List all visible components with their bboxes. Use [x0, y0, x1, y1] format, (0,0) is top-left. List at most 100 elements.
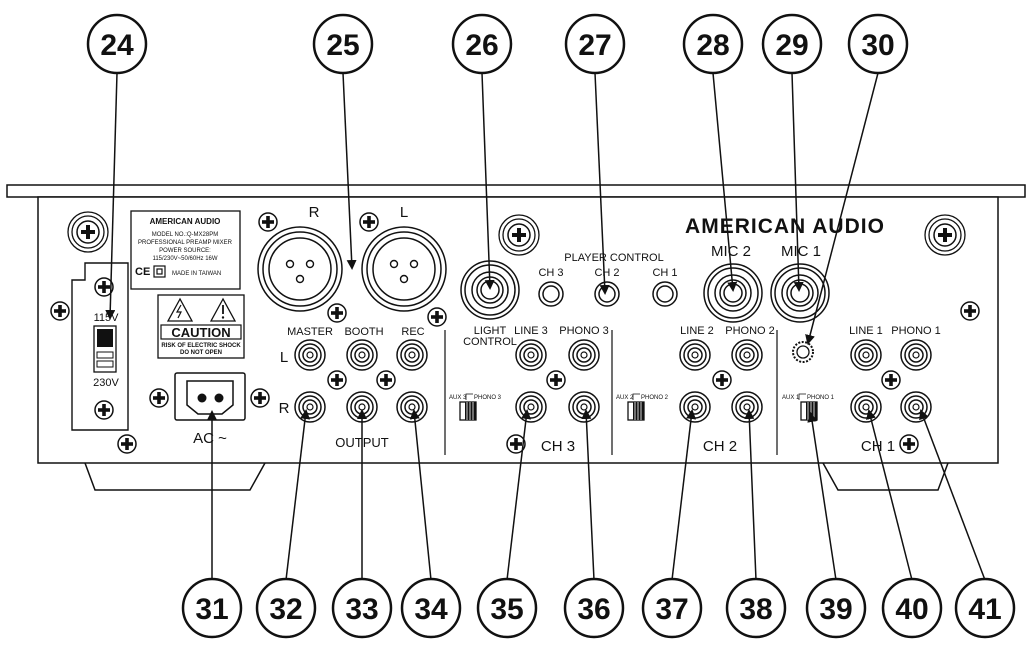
plate-desc: PROFESSIONAL PREAMP MIXER	[138, 240, 233, 246]
voltage-selector[interactable]: 115V 230V	[71, 262, 129, 431]
screw-icon	[327, 303, 347, 323]
output-row-r-label: R	[279, 400, 290, 417]
screw-icon	[359, 212, 379, 232]
svg-text:34: 34	[414, 593, 448, 626]
svg-text:31: 31	[195, 593, 228, 626]
callout-29: 29	[761, 13, 823, 75]
screw-icon	[881, 370, 901, 390]
svg-text:24: 24	[100, 29, 134, 62]
caution-title: CAUTION	[171, 325, 230, 340]
svg-text:37: 37	[655, 593, 688, 626]
svg-text:33: 33	[345, 593, 378, 626]
ch1-line-r-rca-jack[interactable]	[850, 391, 882, 423]
brand-logo: AMERICAN AUDIO	[685, 215, 885, 238]
mic2-jack[interactable]	[703, 263, 763, 323]
rec-r-rca-jack[interactable]	[396, 391, 428, 423]
ch3-title: CH 3	[541, 438, 575, 455]
callout-30: 30	[847, 13, 909, 75]
ce-mark: CE	[135, 266, 150, 278]
ch2-line-r-rca-jack[interactable]	[679, 391, 711, 423]
player-control-ch3-jack[interactable]	[538, 281, 564, 307]
ac-power-inlet[interactable]	[174, 372, 246, 421]
svg-text:30: 30	[861, 29, 894, 62]
output-rec-label: REC	[401, 326, 424, 338]
svg-text:35: 35	[490, 593, 523, 626]
screw-icon	[546, 370, 566, 390]
ch2-phono-l-rca-jack[interactable]	[731, 339, 763, 371]
screw-icon	[427, 307, 447, 327]
ch2-phono-r-rca-jack[interactable]	[731, 391, 763, 423]
ch1-phono-r-rca-jack[interactable]	[900, 391, 932, 423]
ch3-phono-label: PHONO 3	[559, 325, 609, 337]
player-control-ch2-label: CH 2	[594, 267, 619, 279]
ch1-phono-switch-label: PHONO 1	[807, 395, 835, 401]
booth-l-rca-jack[interactable]	[346, 339, 378, 371]
ch1-input-selector-switch[interactable]	[800, 401, 818, 421]
svg-text:26: 26	[465, 29, 498, 62]
plate-brand: AMERICAN AUDIO	[150, 217, 221, 226]
callout-38: 38	[725, 577, 787, 639]
callout-37: 37	[641, 577, 703, 639]
chassis-screw-icon	[498, 214, 540, 256]
ch2-phono-label: PHONO 2	[725, 325, 775, 337]
callout-39: 39	[805, 577, 867, 639]
mic2-label: MIC 2	[711, 243, 751, 260]
master-r-rca-jack[interactable]	[294, 391, 326, 423]
screw-icon	[258, 212, 278, 232]
callout-31: 31	[181, 577, 243, 639]
xlr-left-label: L	[400, 204, 408, 221]
chassis-screw-icon	[924, 214, 966, 256]
mic-gain-knob[interactable]	[792, 341, 814, 363]
ch3-phono-r-rca-jack[interactable]	[568, 391, 600, 423]
warning-icon	[209, 297, 237, 322]
ch3-line-r-rca-jack[interactable]	[515, 391, 547, 423]
player-control-ch2-jack[interactable]	[594, 281, 620, 307]
ch2-input-selector-switch[interactable]	[627, 401, 645, 421]
ch2-line-l-rca-jack[interactable]	[679, 339, 711, 371]
callout-34: 34	[400, 577, 462, 639]
svg-text:29: 29	[775, 29, 808, 62]
svg-text:40: 40	[895, 593, 928, 626]
voltage-115-label: 115V	[94, 312, 120, 324]
callout-32: 32	[255, 577, 317, 639]
player-control-ch1-jack[interactable]	[652, 281, 678, 307]
svg-text:36: 36	[577, 593, 610, 626]
callout-41: 41	[954, 577, 1016, 639]
ch2-phono-switch-label: PHONO 2	[641, 395, 669, 401]
voltage-230-label: 230V	[93, 377, 119, 389]
ac-label: AC ~	[193, 430, 227, 447]
caution-line1: RISK OF ELECTRIC SHOCK	[161, 343, 241, 349]
callout-36: 36	[563, 577, 625, 639]
rec-l-rca-jack[interactable]	[396, 339, 428, 371]
ch1-aux-label: AUX 1	[782, 395, 800, 401]
screw-icon	[149, 388, 169, 408]
xlr-output-left[interactable]	[361, 226, 447, 312]
svg-text:27: 27	[578, 29, 611, 62]
player-control-ch1-label: CH 1	[652, 267, 677, 279]
ch3-input-selector-switch[interactable]	[459, 401, 477, 421]
ch3-aux-label: AUX 3	[449, 395, 467, 401]
screw-icon	[50, 301, 70, 321]
caution-line2: DO NOT OPEN	[180, 350, 222, 356]
screw-icon	[327, 370, 347, 390]
master-l-rca-jack[interactable]	[294, 339, 326, 371]
player-control-title: PLAYER CONTROL	[564, 252, 663, 264]
ch1-phono-l-rca-jack[interactable]	[900, 339, 932, 371]
ch2-aux-label: AUX 2	[616, 395, 634, 401]
ch3-line-l-rca-jack[interactable]	[515, 339, 547, 371]
ch1-phono-label: PHONO 1	[891, 325, 941, 337]
plate-power-label: POWER SOURCE:	[159, 248, 211, 254]
callout-26: 26	[451, 13, 513, 75]
callout-28: 28	[682, 13, 744, 75]
ch1-line-l-rca-jack[interactable]	[850, 339, 882, 371]
ch3-phono-l-rca-jack[interactable]	[568, 339, 600, 371]
xlr-right-label: R	[309, 204, 320, 221]
xlr-output-right[interactable]	[257, 226, 343, 312]
svg-text:28: 28	[696, 29, 729, 62]
callout-33: 33	[331, 577, 393, 639]
output-booth-label: BOOTH	[344, 326, 383, 338]
callout-35: 35	[476, 577, 538, 639]
callout-24: 24	[86, 13, 148, 75]
light-control-label-2: CONTROL	[463, 336, 517, 348]
